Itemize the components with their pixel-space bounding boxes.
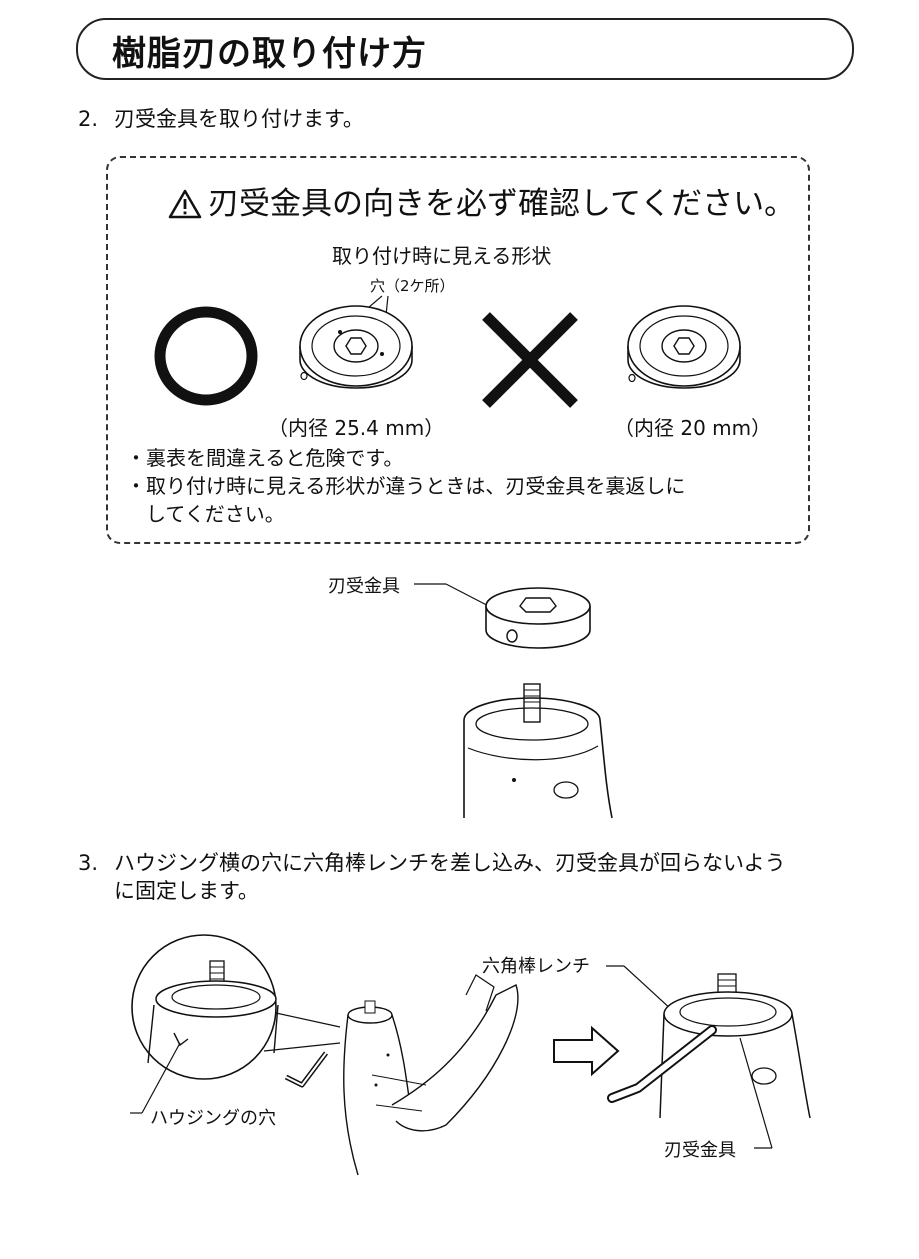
- caution-box: [106, 156, 810, 544]
- step-2-text: 刃受金具を取り付けます。: [114, 107, 364, 131]
- caution-note-3: してください。: [126, 502, 285, 526]
- ok-caption: （内径 25.4 mm）: [268, 416, 445, 440]
- step-2: 2. 刃受金具を取り付けます。: [78, 104, 364, 134]
- warning-icon: [168, 189, 202, 219]
- ok-circle-icon: [154, 306, 258, 406]
- part-label-step3: 刃受金具: [664, 1140, 736, 1161]
- step-3-number: 3.: [78, 851, 99, 875]
- hole-label: 穴（2ケ所）: [370, 277, 455, 295]
- housing-hole-illustration: [130, 934, 519, 1176]
- shape-label: 取り付け時に見える形状: [332, 244, 552, 268]
- part-mount-illustration: [414, 583, 613, 819]
- caution-heading-text: 刃受金具の向きを必ず確認してください。: [208, 186, 796, 222]
- title-frame: [76, 18, 854, 80]
- part-label-step2: 刃受金具: [328, 576, 400, 597]
- caution-heading: 刃受金具の向きを必ず確認してください。: [168, 178, 795, 223]
- housing-hole-label: ハウジングの穴: [150, 1108, 276, 1129]
- ng-cross-icon: [482, 312, 578, 408]
- washer-correct-illustration: [299, 295, 413, 389]
- page-title: 樹脂刃の取り付け方: [112, 34, 427, 74]
- caution-note-1: ・裏表を間違えると危険です。: [126, 446, 404, 470]
- step-3-line2: に固定します。: [114, 879, 259, 903]
- step-3: 3. ハウジング横の穴に六角棒レンチを差し込み、刃受金具が回らないよう: [78, 848, 786, 878]
- wrench-label: 六角棒レンチ: [482, 956, 590, 977]
- wrench-insert-illustration: [606, 965, 811, 1149]
- caution-note-2: ・取り付け時に見える形状が違うときは、刃受金具を裏返しに: [126, 474, 686, 498]
- ng-caption: （内径 20 mm）: [614, 416, 772, 440]
- washer-incorrect-illustration: [627, 305, 741, 389]
- step-3-line1: ハウジング横の穴に六角棒レンチを差し込み、刃受金具が回らないよう: [114, 851, 786, 875]
- arrow-right-icon: [553, 1025, 620, 1077]
- step-2-number: 2.: [78, 107, 99, 131]
